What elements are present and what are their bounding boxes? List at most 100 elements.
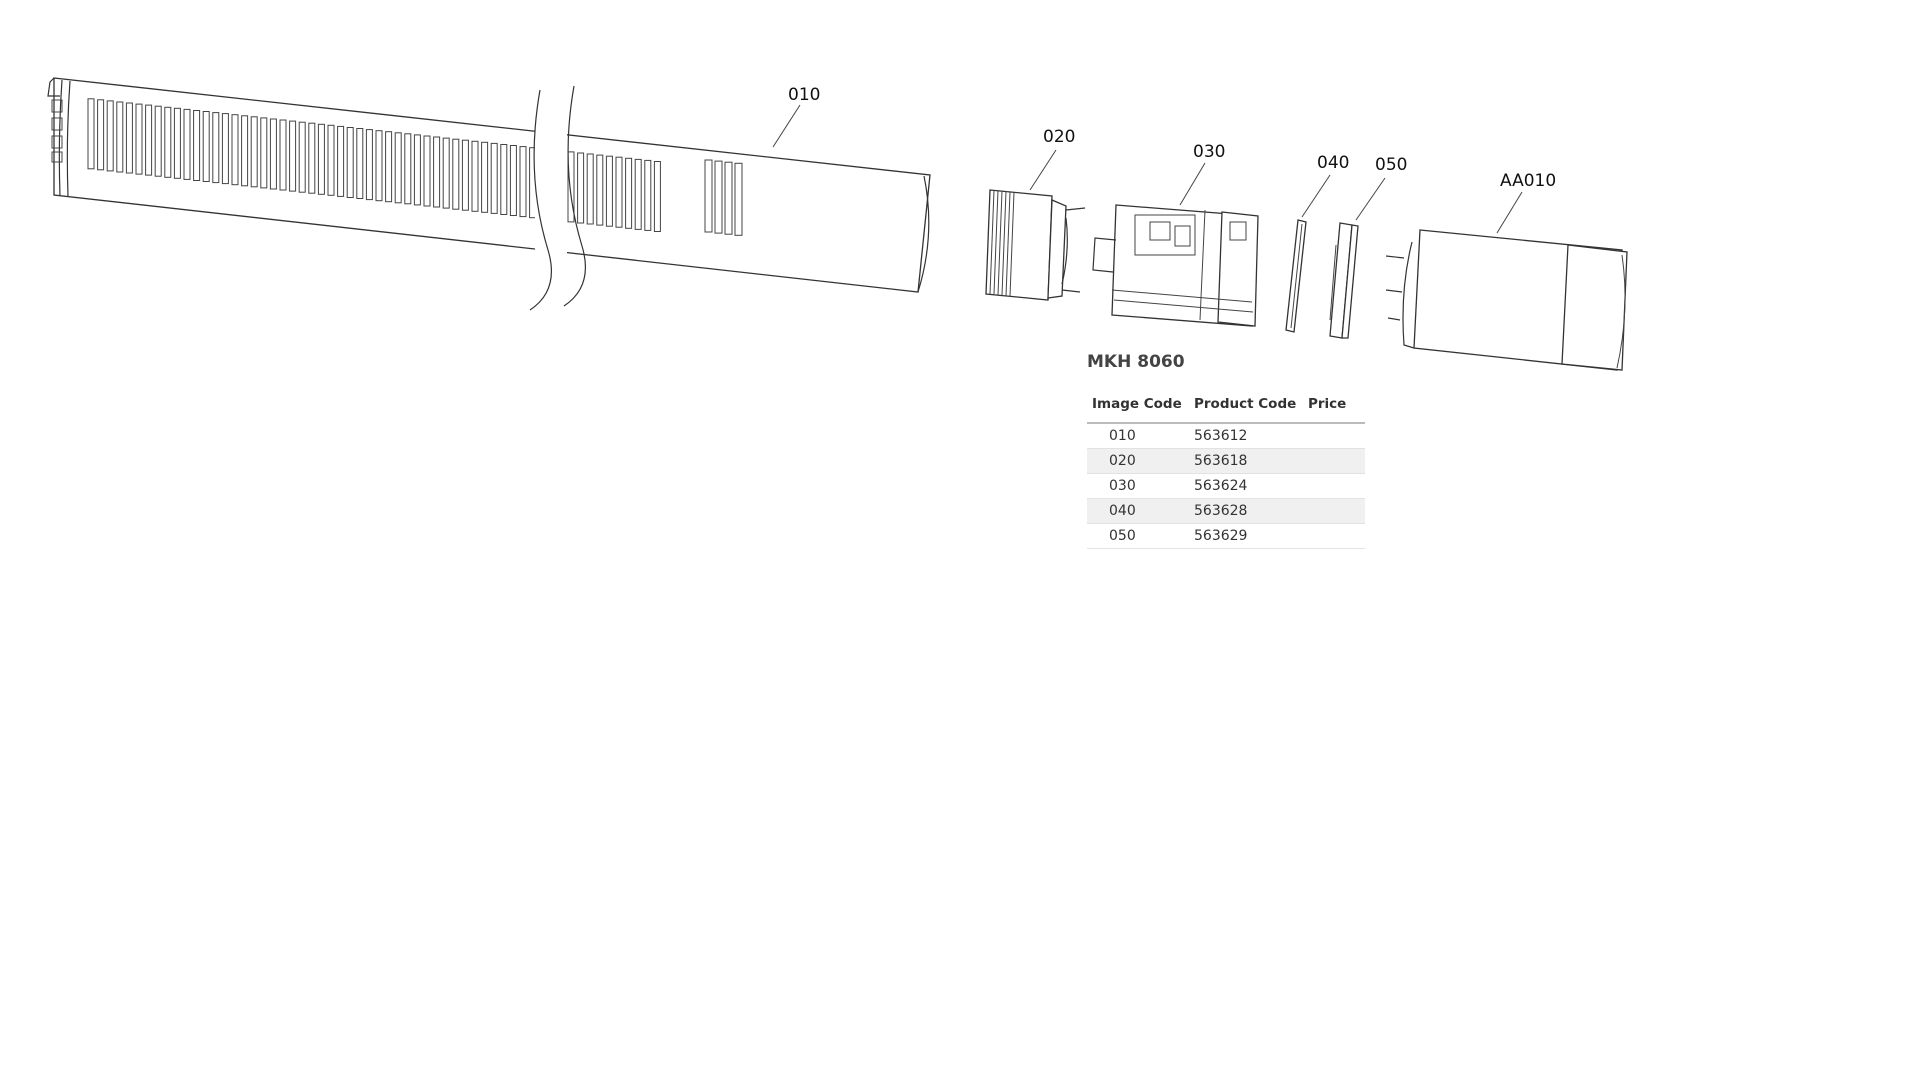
tube-slot <box>317 123 325 195</box>
tube-slot <box>365 129 373 201</box>
tube-slot <box>413 134 421 206</box>
part-020-threaded-ring <box>985 189 1086 301</box>
tube-slot <box>375 130 383 202</box>
table-row: 050 563629 <box>1087 523 1365 549</box>
tube-slot <box>135 103 143 175</box>
tube-slot <box>337 125 345 197</box>
callout-aa010: AA010 <box>1500 171 1556 191</box>
callout-030: 030 <box>1193 142 1225 162</box>
leader-020 <box>1029 149 1057 191</box>
tube-slot <box>653 161 661 232</box>
part-030-electronics-module <box>1092 204 1259 327</box>
tube-slot <box>183 108 191 180</box>
tube-slot <box>577 152 585 224</box>
tube-slot <box>625 157 633 229</box>
tube-slot <box>193 110 201 181</box>
product-code-cell: 563624 <box>1189 473 1303 499</box>
tube-slot <box>298 121 306 193</box>
callout-020: 020 <box>1043 127 1075 147</box>
table-row: 020 563618 <box>1087 448 1365 474</box>
table-header-row: Image Code Product Code Price <box>1087 390 1365 424</box>
tube-slot <box>734 162 743 236</box>
tube-slot <box>212 112 220 184</box>
callout-040: 040 <box>1317 153 1349 173</box>
tube-slot <box>605 155 613 227</box>
parts-list-title: MKH 8060 <box>1087 352 1185 372</box>
table-row: 040 563628 <box>1087 498 1365 524</box>
price-cell <box>1303 473 1365 499</box>
tube-slot <box>269 118 277 190</box>
leader-040 <box>1301 174 1331 218</box>
image-code-cell: 030 <box>1087 473 1189 499</box>
tube-slot <box>87 98 95 170</box>
tube-slot <box>173 107 181 179</box>
tube-slot <box>634 158 642 230</box>
tube-slot <box>202 111 210 182</box>
tube-slot <box>394 132 402 204</box>
column-header-product-code: Product Code <box>1189 390 1303 424</box>
product-code-cell: 563618 <box>1189 448 1303 474</box>
tube-slot <box>509 145 517 216</box>
part-aa010-end-module <box>1385 229 1628 371</box>
product-code-cell: 563612 <box>1189 423 1303 449</box>
tube-slot <box>356 128 364 199</box>
tube-slot <box>567 151 575 223</box>
table-row: 030 563624 <box>1087 473 1365 499</box>
tube-slot <box>289 120 297 192</box>
price-cell <box>1303 498 1365 524</box>
tube-slot <box>164 106 172 178</box>
price-cell <box>1303 523 1365 549</box>
tube-slot <box>490 142 498 214</box>
tube-slots <box>87 98 743 236</box>
tube-slot <box>519 146 527 218</box>
tube-slot <box>481 141 489 213</box>
column-header-price: Price <box>1303 390 1365 424</box>
tube-slot <box>154 105 162 177</box>
tube-slot <box>116 101 124 173</box>
tube-slot <box>308 122 316 194</box>
tube-slot <box>433 136 441 208</box>
product-code-cell: 563628 <box>1189 498 1303 524</box>
part-010-interference-tube <box>47 77 931 320</box>
leader-aa010 <box>1496 191 1523 234</box>
tube-slot <box>106 100 114 172</box>
tube-slot <box>500 144 508 215</box>
price-cell <box>1303 448 1365 474</box>
callout-050: 050 <box>1375 155 1407 175</box>
tube-slot <box>423 135 431 207</box>
tube-slot <box>346 127 354 198</box>
tube-slot <box>452 138 460 210</box>
tube-slot <box>615 156 623 228</box>
tube-slot <box>704 159 713 233</box>
product-code-cell: 563629 <box>1189 523 1303 549</box>
leader-010 <box>772 104 801 148</box>
tube-slot <box>724 161 733 235</box>
tube-slot <box>471 140 479 212</box>
tube-slot <box>385 131 393 203</box>
tube-slot <box>644 159 652 231</box>
leader-050 <box>1355 177 1386 221</box>
column-header-image-code: Image Code <box>1087 390 1189 424</box>
tube-slot <box>596 154 604 226</box>
tube-slot <box>125 102 133 174</box>
table-row: 010 563612 <box>1087 423 1365 449</box>
tube-slot <box>145 104 153 176</box>
part-040-ring <box>1285 219 1307 333</box>
tube-slot <box>260 117 268 189</box>
tube-slot <box>221 113 229 185</box>
image-code-cell: 050 <box>1087 523 1189 549</box>
tube-slot <box>404 133 412 205</box>
tube-slot <box>279 119 287 191</box>
parts-list: MKH 8060 Image Code Product Code Price 0… <box>1087 352 1371 549</box>
image-code-cell: 040 <box>1087 498 1189 524</box>
leader-030 <box>1179 162 1206 206</box>
parts-table: Image Code Product Code Price 010 563612… <box>1087 390 1365 549</box>
tube-slot <box>327 124 335 196</box>
tube-slot <box>241 115 249 187</box>
tube-slot <box>250 116 258 188</box>
tube-slot <box>97 99 105 171</box>
tube-slot <box>714 160 723 234</box>
tube-slot <box>231 114 239 186</box>
image-code-cell: 020 <box>1087 448 1189 474</box>
